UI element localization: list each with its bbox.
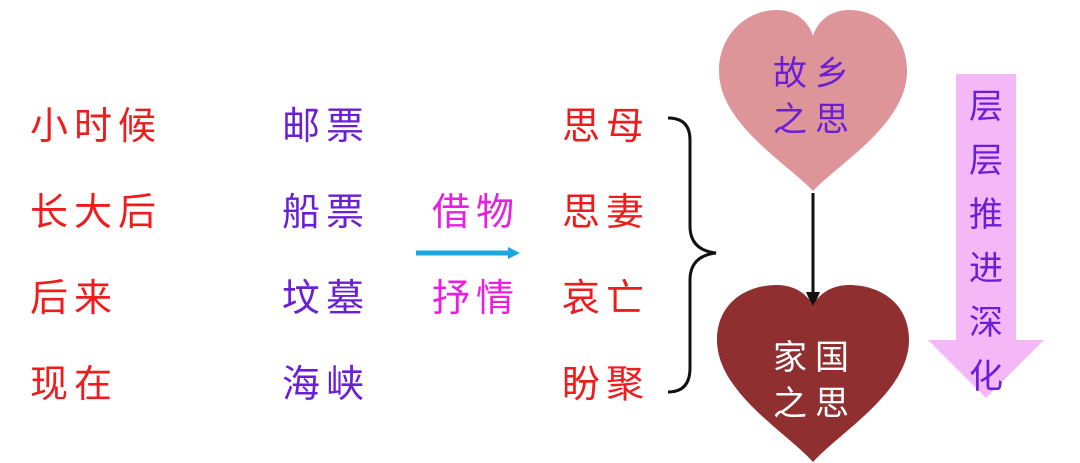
feeling-label-1: 思母 [562, 104, 651, 148]
time-label-1: 小时候 [30, 104, 163, 148]
heart-top-line-1: 故乡 [773, 54, 857, 94]
heart-bottom [717, 285, 909, 462]
time-label-2: 长大后 [30, 190, 163, 234]
progression-text: 层 层 推 进 深 化 [956, 80, 1016, 404]
feeling-label-4: 盼聚 [562, 362, 651, 406]
feeling-label-3: 哀亡 [562, 276, 651, 320]
time-label-3: 后来 [30, 276, 119, 320]
heart-top [719, 10, 907, 191]
heart-top-line-2: 之思 [773, 99, 857, 140]
object-label-2: 船票 [282, 190, 371, 234]
progression-arrow [928, 74, 1044, 398]
heart-bottom-line-2: 之思 [773, 383, 857, 424]
object-label-4: 海峡 [282, 362, 371, 406]
method-label-borrow: 借物 [432, 190, 521, 234]
progression-char-3: 推 [969, 195, 1003, 235]
method-arrow [416, 247, 520, 259]
method-label-express: 抒情 [432, 276, 521, 320]
object-label-3: 坟墓 [282, 276, 371, 320]
progression-char-1: 层 [969, 87, 1003, 127]
heart-top-text: 故乡 之思 [760, 52, 870, 144]
heart-bottom-text: 家国 之思 [760, 336, 870, 428]
progression-char-5: 深 [969, 303, 1003, 343]
connector-arrow [806, 193, 820, 308]
progression-char-6: 化 [969, 357, 1003, 397]
time-label-4: 现在 [30, 362, 119, 406]
progression-char-4: 进 [969, 249, 1003, 289]
progression-char-2: 层 [969, 141, 1003, 181]
heart-bottom-line-1: 家国 [773, 338, 857, 378]
curly-brace [667, 116, 717, 394]
object-label-1: 邮票 [282, 104, 371, 148]
feeling-label-2: 思妻 [562, 190, 651, 234]
